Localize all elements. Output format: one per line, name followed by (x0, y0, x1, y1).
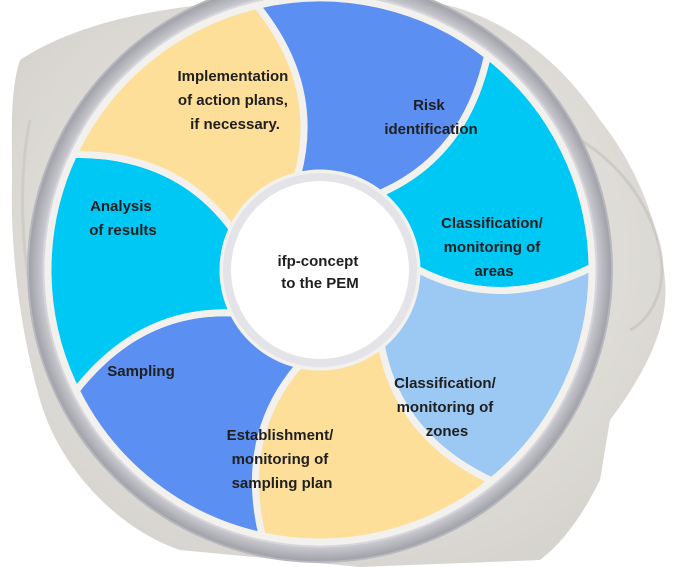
center-label: ifp-concept to the PEM (277, 253, 362, 292)
label-sampling-plan: Establishment/ monitoring of sampling pl… (227, 427, 338, 492)
segment-labels: Risk identification Classification/ moni… (89, 68, 547, 492)
label-line: monitoring of (397, 399, 495, 416)
center-label-line-1: ifp-concept (277, 253, 358, 270)
label-line: Classification/ (394, 375, 497, 392)
label-classification-areas: Classification/ monitoring of areas (441, 215, 547, 280)
label-line: Implementation (177, 68, 288, 85)
label-line: identification (384, 121, 477, 138)
label-line: sampling plan (232, 475, 333, 492)
label-line: Analysis (90, 198, 152, 215)
cycle-segments (44, 0, 596, 546)
segment-action-plans (253, 0, 491, 198)
label-classification-zones: Classification/ monitoring of zones (394, 375, 500, 440)
label-line: of results (89, 222, 157, 239)
label-line: Classification/ (441, 215, 544, 232)
label-line: Sampling (107, 363, 175, 380)
petri-dish-inner-ring (42, 0, 598, 548)
label-line: of action plans, (178, 92, 288, 109)
center-label-line-2: to the PEM (281, 275, 359, 292)
label-line: monitoring of (232, 451, 330, 468)
label-line: if necessary. (190, 116, 280, 133)
label-analysis-results: Analysis of results (89, 198, 157, 239)
label-line: zones (426, 423, 469, 440)
label-line: Establishment/ (227, 427, 335, 444)
label-line: areas (474, 263, 513, 280)
label-line: Risk (413, 97, 445, 114)
label-action-plans: Implementation of action plans, if neces… (177, 68, 292, 133)
label-risk-identification: Risk identification (384, 97, 477, 138)
label-line: monitoring of (444, 239, 542, 256)
label-sampling: Sampling (107, 363, 175, 380)
center-hub (223, 173, 417, 367)
